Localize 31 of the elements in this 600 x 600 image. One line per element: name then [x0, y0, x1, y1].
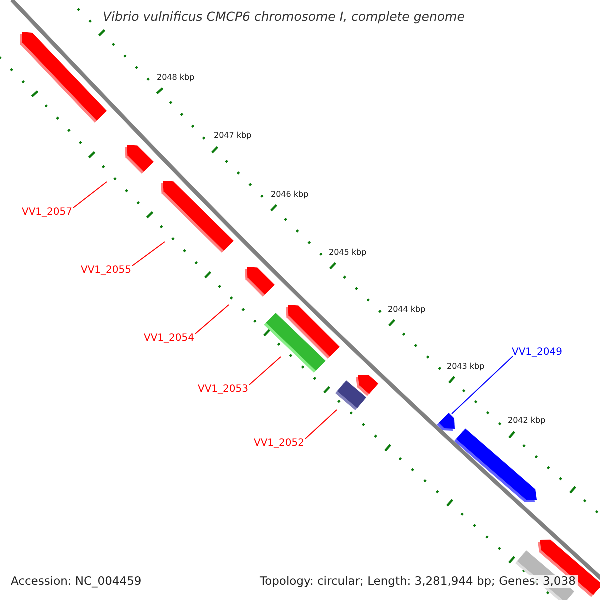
gene-label: VV1_2057: [22, 207, 72, 218]
chart-title: Vibrio vulnificus CMCP6 chromosome I, complete genome: [103, 10, 465, 24]
leader-line: [132, 242, 166, 266]
leader-line: [249, 356, 282, 386]
leader-line: [73, 182, 108, 208]
tick-label: 2048 kbp: [157, 73, 195, 82]
tick-label: 2045 kbp: [329, 248, 367, 258]
tick-label: 2047 kbp: [214, 131, 252, 140]
gene-block: [356, 375, 379, 396]
gene-block: [264, 312, 326, 374]
accession-text: Accession: NC_004459: [9, 575, 144, 588]
gene-block: [20, 32, 108, 123]
tick-label: 2042 kbp: [508, 416, 546, 426]
tick-label: 2046 kbp: [271, 190, 309, 200]
gene-label: VV1_2053: [198, 384, 248, 396]
gene-block: [161, 181, 234, 253]
gene-block: [437, 413, 455, 431]
gene-label: VV1_2049: [512, 347, 562, 358]
gene-label: VV1_2054: [144, 333, 194, 344]
tick-label: 2044 kbp: [388, 305, 426, 314]
leader-line: [452, 356, 514, 414]
tick-label: 2043 kbp: [447, 362, 485, 372]
gene-label: VV1_2052: [254, 438, 304, 450]
leader-line: [305, 410, 338, 440]
gene-label: VV1_2055: [81, 265, 132, 276]
genome-info-text: Topology: circular; Length: 3,281,944 bp; Genes: 3,038: [258, 575, 578, 588]
leader-line: [195, 304, 230, 334]
gene-block: [454, 428, 537, 502]
gene-block: [245, 267, 275, 297]
gene-block: [335, 380, 367, 410]
gene-block: [125, 145, 154, 174]
